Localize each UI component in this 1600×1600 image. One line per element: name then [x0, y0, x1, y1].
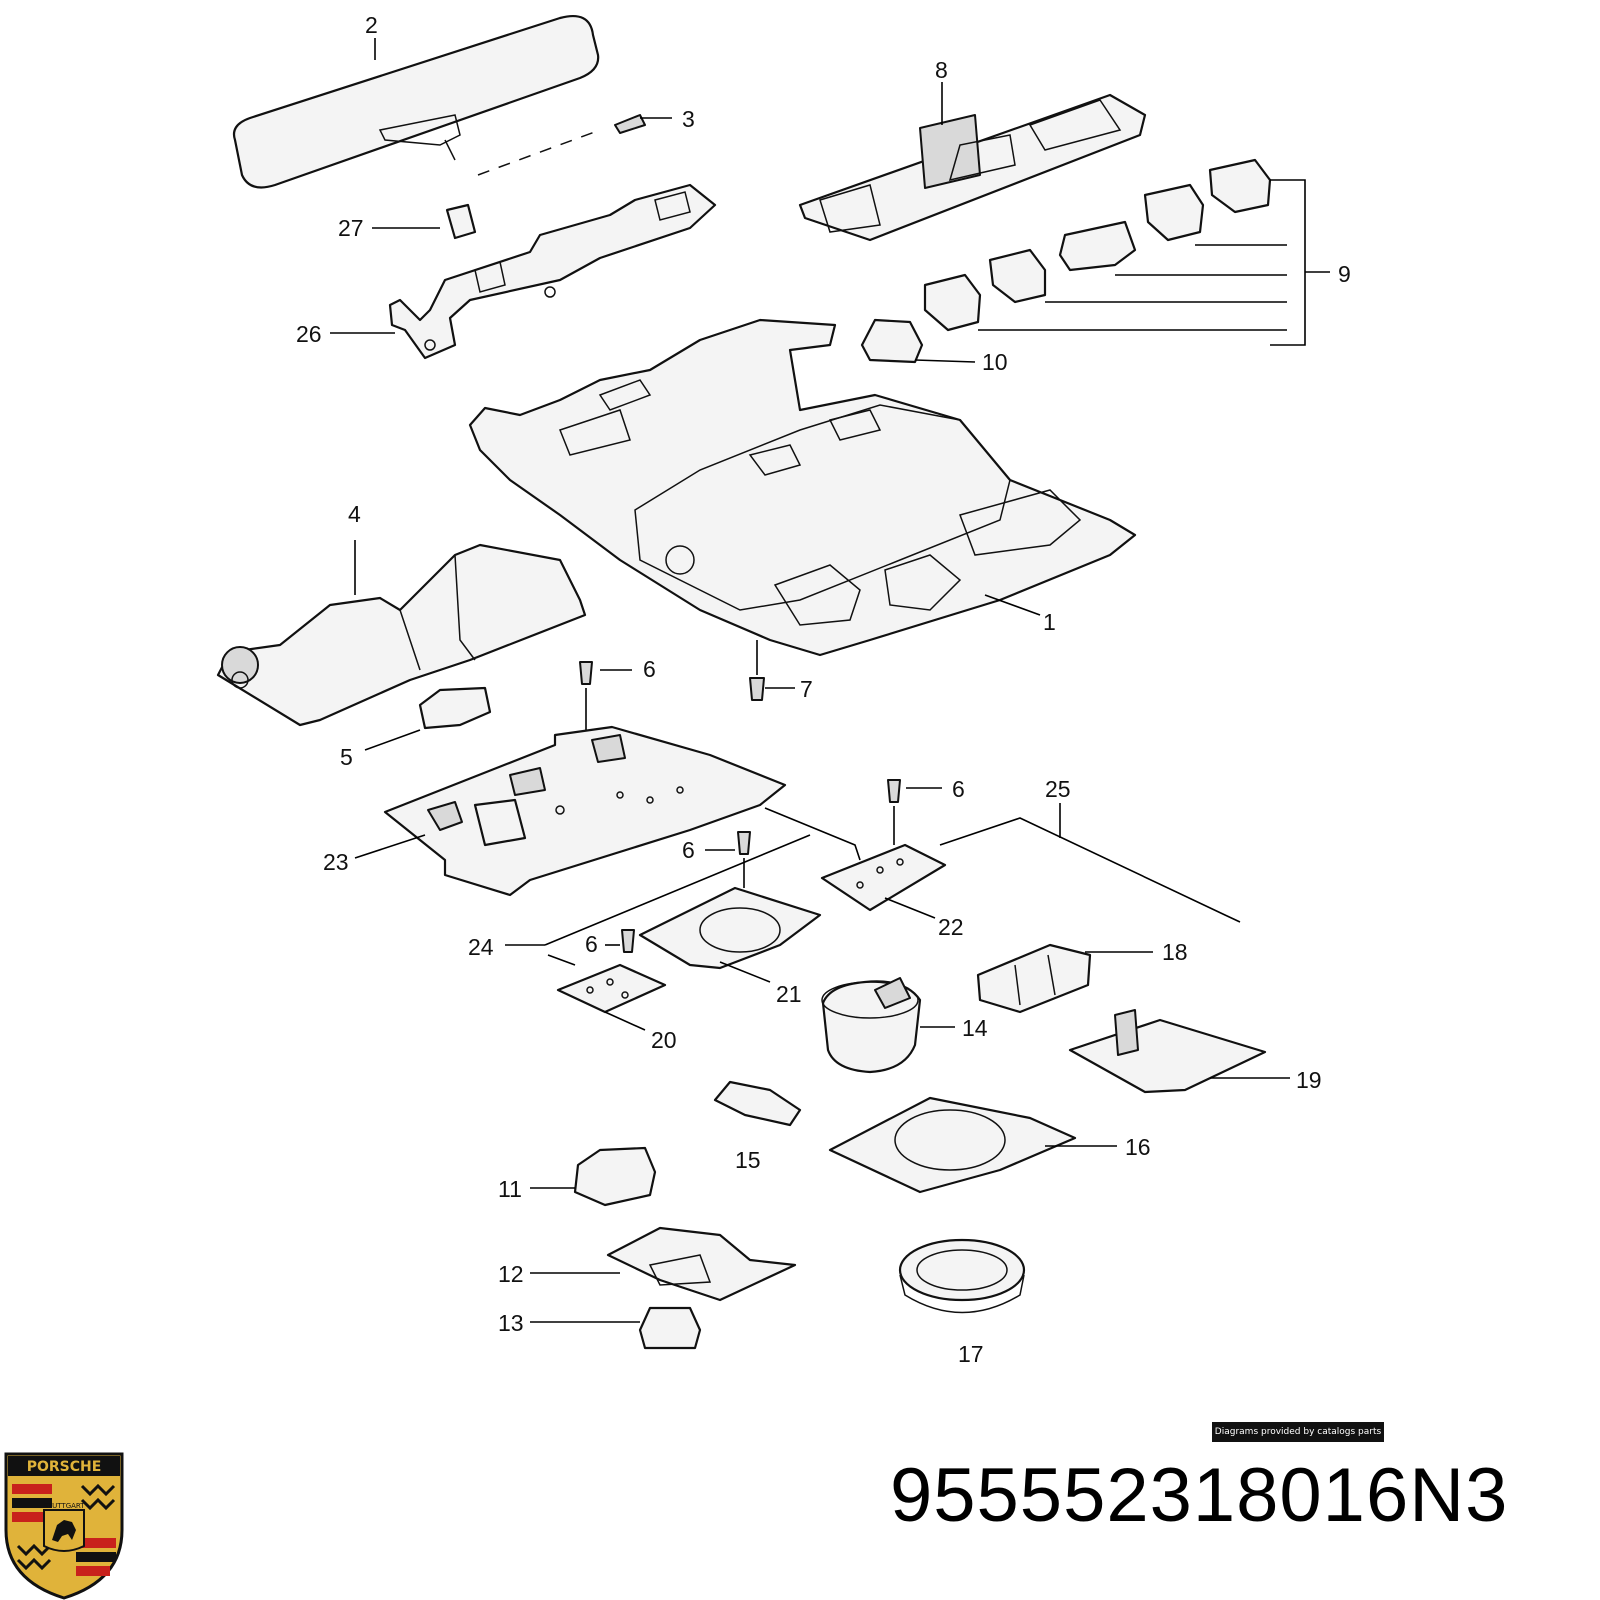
part-board-22	[820, 843, 947, 919]
part-block-10	[860, 318, 976, 364]
callout-8: 8	[935, 57, 948, 83]
porsche-crest-logo: PORSCHE STUTTGART	[4, 1452, 124, 1600]
callout-7: 7	[800, 676, 813, 702]
part-switch-11	[530, 1146, 657, 1207]
callout-11: 11	[498, 1176, 522, 1202]
callout-6c: 6	[682, 837, 695, 863]
part-plate-12	[530, 1226, 797, 1302]
callout-19: 19	[1296, 1067, 1322, 1093]
callout-5: 5	[340, 744, 353, 770]
part-knob-14	[821, 977, 955, 1074]
part-screws-6	[579, 661, 942, 953]
part-bracket-15	[713, 1080, 802, 1127]
part-clip-5	[364, 686, 492, 751]
callout-3: 3	[682, 106, 695, 132]
leader-lines	[330, 38, 943, 334]
callout-20: 20	[651, 1027, 677, 1053]
svg-text:PORSCHE: PORSCHE	[27, 1459, 102, 1475]
callout-15: 15	[735, 1147, 761, 1173]
callout-16: 16	[1125, 1134, 1151, 1160]
part-board-23	[354, 725, 787, 897]
svg-text:STUTTGART: STUTTGART	[43, 1502, 85, 1510]
callout-18: 18	[1162, 939, 1188, 965]
callout-2: 2	[365, 12, 378, 38]
callout-10: 10	[982, 349, 1008, 375]
callout-22: 22	[938, 914, 964, 940]
callout-13: 13	[498, 1310, 524, 1336]
callout-6b: 6	[952, 776, 965, 802]
callout-labels: 2 3 27 26 8 9 10 4 1 6 7 5 23 6 6 25 22 …	[296, 12, 1351, 1367]
callout-25: 25	[1045, 776, 1071, 802]
part-clip-27	[445, 203, 477, 240]
part-screw-3	[477, 114, 646, 176]
part-ring-17	[898, 1238, 1026, 1314]
part-base-19	[1068, 1009, 1290, 1094]
part-plate-21	[638, 886, 822, 983]
part-housing-1	[468, 318, 1137, 657]
part-bracket-26	[388, 183, 717, 360]
part-mirror	[232, 14, 600, 189]
part-screw-7	[749, 640, 795, 701]
callout-1: 1	[1043, 609, 1056, 635]
part-ring-plate-16	[828, 1096, 1117, 1194]
callout-6d: 6	[585, 931, 598, 957]
callout-24: 24	[468, 934, 494, 960]
callout-9: 9	[1338, 261, 1351, 287]
callout-17: 17	[958, 1341, 984, 1367]
callout-6a: 6	[643, 656, 656, 682]
part-cover-4	[216, 540, 587, 727]
part-number: 955552318016N3	[890, 1453, 1509, 1538]
part-wires	[505, 803, 1241, 966]
callout-21: 21	[776, 981, 802, 1007]
part-console-cover-8	[798, 93, 1147, 242]
part-block-13	[530, 1306, 702, 1350]
part-board-20	[556, 963, 667, 1031]
callout-14: 14	[962, 1015, 988, 1041]
callout-4: 4	[348, 501, 361, 527]
callout-27: 27	[338, 215, 364, 241]
part-switches-9	[923, 158, 1330, 346]
callout-23: 23	[323, 849, 349, 875]
diagram-credit-badge: Diagrams provided by catalogs parts	[1212, 1422, 1384, 1442]
callout-26: 26	[296, 321, 322, 347]
callout-12: 12	[498, 1261, 524, 1287]
part-switch-block-18	[976, 943, 1153, 1014]
